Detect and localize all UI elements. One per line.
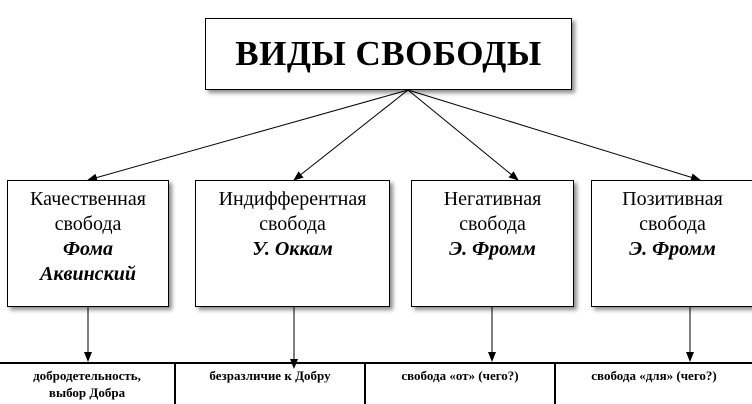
root-title: ВИДЫ СВОБОДЫ bbox=[235, 34, 542, 73]
node-author-line: Фома bbox=[63, 238, 113, 260]
node-negative-freedom: Негативная свобода Э. Фромм bbox=[411, 180, 574, 307]
node-name-line: Качественная bbox=[30, 188, 146, 210]
description-line: выбор Добра bbox=[48, 385, 126, 400]
description-line: добродетельность, bbox=[33, 368, 141, 383]
arrow-root-to-qualitative bbox=[87, 89, 409, 182]
arrow-root-to-negative bbox=[407, 89, 519, 181]
description-line: свобода «от» (чего?) bbox=[401, 368, 519, 383]
description-cell-indifferent: безразличие к Добру bbox=[176, 364, 366, 404]
arrow-root-to-indifferent bbox=[293, 89, 409, 181]
node-name-line: Индифферентная bbox=[218, 188, 367, 210]
node-author-line: Э. Фромм bbox=[629, 238, 716, 260]
root-box: ВИДЫ СВОБОДЫ bbox=[205, 18, 572, 90]
node-author-line: У. Оккам bbox=[252, 238, 333, 260]
node-name-line: Негативная bbox=[443, 188, 542, 210]
node-name-line: Позитивная bbox=[622, 188, 723, 210]
node-name-line: свобода bbox=[259, 213, 326, 235]
node-name-line: свобода bbox=[459, 213, 526, 235]
node-author-line: Аквинский bbox=[40, 263, 136, 285]
description-cell-negative: свобода «от» (чего?) bbox=[366, 364, 556, 404]
node-author-line: Э. Фромм bbox=[449, 238, 536, 260]
node-name-line: свобода bbox=[639, 213, 706, 235]
description-line: безразличие к Добру bbox=[209, 368, 331, 383]
node-indifferent-freedom: Индифферентная свобода У. Оккам bbox=[195, 180, 390, 307]
description-cell-qualitative: добродетельность, выбор Добра bbox=[0, 364, 176, 404]
node-positive-freedom: Позитивная свобода Э. Фромм bbox=[591, 180, 752, 307]
description-row: добродетельность, выбор Добра безразличи… bbox=[0, 362, 752, 404]
description-cell-positive: свобода «для» (чего?) bbox=[556, 364, 752, 404]
node-qualitative-freedom: Качественная свобода Фома Аквинский bbox=[7, 180, 169, 307]
node-name-line: свобода bbox=[54, 213, 122, 235]
arrow-root-to-positive bbox=[407, 89, 701, 182]
description-line: свобода «для» (чего?) bbox=[591, 368, 717, 383]
